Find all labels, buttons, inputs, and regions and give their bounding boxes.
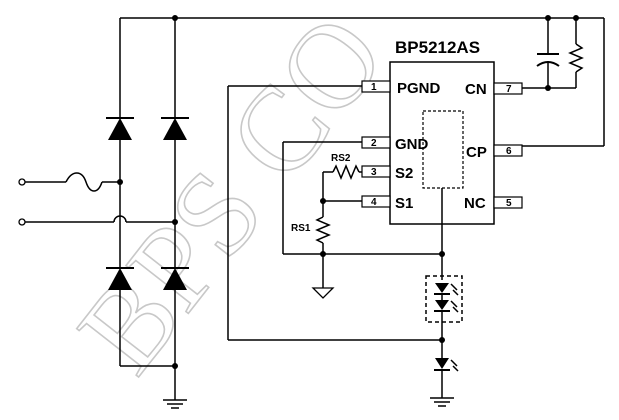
- pin-6-number: 6: [506, 146, 512, 157]
- led-string: [425, 188, 463, 407]
- ground-symbol-led: [430, 397, 454, 407]
- pin-6-label: CP: [466, 144, 487, 161]
- pin-1-label: PGND: [397, 80, 441, 97]
- bridge-diode-d1: [106, 117, 134, 140]
- pin-7-label: CN: [465, 81, 487, 98]
- resistor-cn: [568, 18, 584, 88]
- sense-network: RS2 RS1: [282, 141, 442, 299]
- watermark: BPS CO: [52, 0, 409, 396]
- resistor-rs2: RS2: [323, 153, 362, 180]
- capacitor: [536, 18, 560, 88]
- chip-name: BP5212AS: [395, 38, 480, 57]
- ac-input-neutral: [18, 215, 178, 226]
- rs2-label: RS2: [331, 153, 351, 164]
- pin-5-number: 5: [506, 198, 512, 209]
- ground-symbol-bridge: [163, 399, 187, 409]
- rs1-label: RS1: [291, 223, 311, 234]
- resistor-rs1: RS1: [291, 201, 331, 254]
- bridge-rectifier: [18, 15, 604, 409]
- bridge-diode-d4: [161, 267, 189, 290]
- pin-2-label: GND: [395, 136, 429, 153]
- pin-5-label: NC: [464, 195, 486, 212]
- led-2: [434, 300, 459, 313]
- pin-4-number: 4: [371, 197, 377, 208]
- ic-chip: BP5212AS 1 2 3 4 5 6 7 PGND GND S2 S1 NC…: [361, 38, 523, 225]
- pin-1-number: 1: [371, 82, 377, 93]
- led-1: [434, 283, 459, 296]
- pin-3-number: 3: [371, 167, 377, 178]
- bridge-diode-d2: [161, 117, 189, 140]
- pin-3-label: S2: [395, 165, 413, 182]
- pgnd-wire: [227, 85, 445, 343]
- cn-network: [519, 15, 605, 147]
- ground-symbol-sense: [311, 254, 335, 299]
- pin-2-number: 2: [371, 138, 377, 149]
- pin-7-number: 7: [506, 84, 512, 95]
- led-3: [434, 358, 459, 372]
- ac-input-line-with-fuse: [18, 172, 123, 192]
- pin-4-label: S1: [395, 195, 413, 212]
- bridge-diode-d3: [106, 267, 134, 290]
